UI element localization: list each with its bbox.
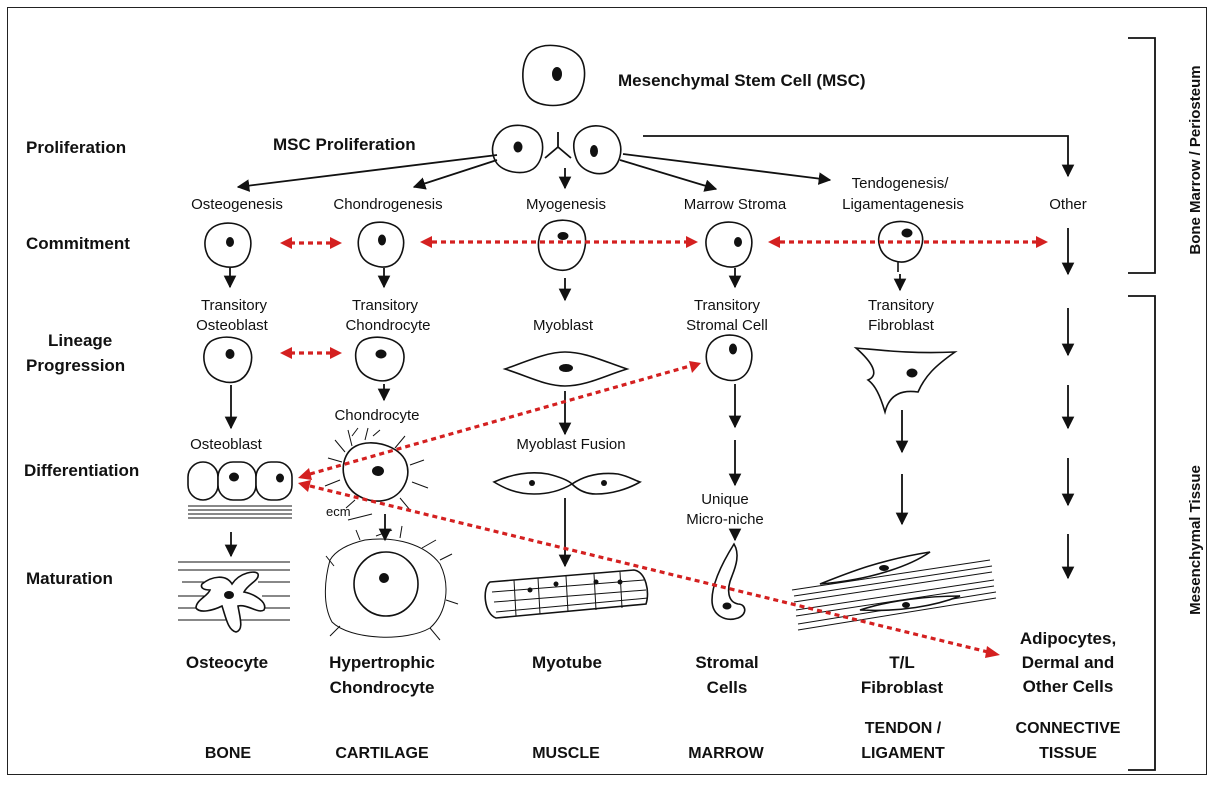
- trans-fibro-line1: Transitory: [868, 297, 935, 314]
- hypertrophic-chondrocyte-cell: [324, 525, 459, 641]
- tl-fibroblast-cells: [791, 551, 997, 631]
- tissue-connective-line2: TISSUE: [1039, 745, 1097, 762]
- tissue-tendon-line1: TENDON /: [865, 720, 942, 737]
- tissue-marrow: MARROW: [688, 745, 764, 762]
- side-label-bone-marrow: Bone Marrow / Periosteum: [1187, 65, 1204, 254]
- trans-osteo-line1: Transitory: [201, 297, 268, 314]
- mature-adipo-line1: Adipocytes,: [1020, 629, 1116, 648]
- stromal-cell: [711, 542, 746, 620]
- tissue-cartilage: CARTILAGE: [335, 745, 429, 762]
- lineage-osteogenesis: Osteogenesis: [191, 196, 283, 213]
- mature-hyper-line1: Hypertrophic: [329, 653, 435, 672]
- lineage-marrow-stroma: Marrow Stroma: [684, 196, 787, 213]
- mature-adipo-line2: Dermal and: [1022, 653, 1115, 672]
- msc-proliferating-cells: [491, 124, 622, 175]
- lineage-chondrogenesis: Chondrogenesis: [333, 196, 442, 213]
- diff-osteoblast: Osteoblast: [190, 436, 263, 453]
- lineage-tendogenesis-line1: Tendogenesis/: [852, 175, 950, 192]
- mature-adipo-line3: Other Cells: [1023, 677, 1114, 696]
- side-label-mesenchymal: Mesenchymal Tissue: [1187, 465, 1204, 615]
- mature-tl-line1: T/L: [889, 653, 915, 672]
- chondrocyte-cell: [324, 427, 429, 521]
- stage-proliferation: Proliferation: [26, 138, 126, 157]
- tissue-tendon-line2: LIGAMENT: [861, 745, 945, 762]
- transitory-cells: [203, 334, 958, 416]
- diagram-frame: [7, 7, 1207, 775]
- tissue-bone: BONE: [205, 745, 252, 762]
- stage-maturation: Maturation: [26, 569, 113, 588]
- stage-commitment: Commitment: [26, 234, 130, 253]
- trans-stromal-line2: Stromal Cell: [686, 317, 768, 334]
- trans-chondro-line2: Chondrocyte: [345, 317, 430, 334]
- commitment-down-arrows: [223, 228, 1075, 302]
- diff-myoblast-fusion: Myoblast Fusion: [516, 436, 625, 453]
- stage-differentiation: Differentiation: [24, 461, 139, 480]
- stage-lineage-line1: Lineage: [48, 331, 112, 350]
- diff-chondrocyte: Chondrocyte: [334, 407, 419, 424]
- progression-arrows: [224, 308, 1075, 580]
- trans-chondro-line1: Transitory: [352, 297, 419, 314]
- diff-micro-niche: Micro-niche: [686, 511, 764, 528]
- mature-osteocyte: Osteocyte: [186, 653, 268, 672]
- osteocyte-cell: [178, 561, 290, 633]
- diff-unique: Unique: [701, 491, 749, 508]
- mature-tl-line2: Fibroblast: [861, 678, 944, 697]
- ecm-label: ecm: [326, 504, 351, 519]
- mature-myotube: Myotube: [532, 653, 602, 672]
- lineage-tendogenesis-line2: Ligamentagenesis: [842, 196, 964, 213]
- msc-title: Mesenchymal Stem Cell (MSC): [618, 71, 866, 90]
- lineage-myogenesis: Myogenesis: [526, 196, 606, 213]
- myoblast-fusion-cells: [492, 472, 642, 495]
- mature-stromal-line2: Cells: [707, 678, 748, 697]
- plasticity-arrows: [280, 236, 1048, 658]
- stage-lineage-line2: Progression: [26, 356, 125, 375]
- trans-osteo-line2: Osteoblast: [196, 317, 269, 334]
- differentiation-arrows: [224, 440, 909, 568]
- myotube-cell: [484, 569, 649, 619]
- lineage-other: Other: [1049, 196, 1087, 213]
- mature-stromal-line1: Stromal: [695, 653, 758, 672]
- mature-hyper-line2: Chondrocyte: [330, 678, 435, 697]
- msc-cell: [522, 44, 586, 107]
- trans-stromal-line1: Transitory: [694, 297, 761, 314]
- msc-proliferation-label: MSC Proliferation: [273, 135, 416, 154]
- trans-fibro-line2: Fibroblast: [868, 317, 935, 334]
- tissue-connective-line1: CONNECTIVE: [1016, 720, 1121, 737]
- tissue-muscle: MUSCLE: [532, 745, 600, 762]
- commitment-cells: [204, 219, 924, 272]
- lineage-branch-arrows: [236, 135, 1075, 192]
- trans-myoblast: Myoblast: [533, 317, 594, 334]
- side-brackets: [1128, 37, 1156, 771]
- osteoblast-layer: [187, 461, 293, 519]
